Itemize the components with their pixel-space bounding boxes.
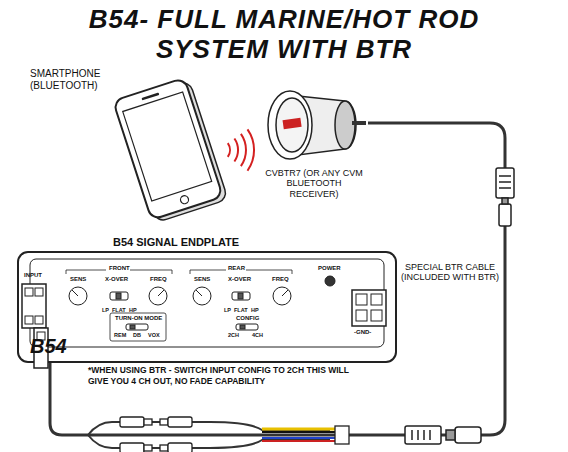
panel-label: FLAT [234,307,248,313]
panel-label: HP [251,307,259,313]
smartphone-drawing [113,77,228,224]
rca-harness [88,417,349,452]
panel-label: SENS [70,276,86,283]
panel-label: FREQ [272,276,289,283]
device-node: SMARTPHONE (BLUETOOTH) [28,66,228,236]
panel-label: FRONT [109,265,130,272]
cable-connectors [405,168,514,444]
panel-label: CONFIG [236,315,259,322]
panel-label: REAR [228,265,245,272]
panel-label: X-OVER [228,276,251,283]
note-text: *WHEN USING BTR - SWITCH INPUT CONFIG TO… [88,365,356,387]
panel-label: FLAT [112,307,126,313]
panel-label: VOX [148,332,160,338]
panel-label: REM [114,332,126,338]
bluetooth-receiver [268,91,366,159]
panel-label: POWER [318,265,341,272]
device-node: CVBTR7 (OR ANY CVM BLUETOOTH RECEIVER) [262,88,368,213]
btr-cable [50,123,505,435]
cable-label: SPECIAL BTR CABLE (INCLUDED WITH BTR) [398,262,502,283]
brand-logo: B54 [30,335,67,358]
panel-label: SENS [194,276,210,283]
panel-label: HP [129,307,137,313]
device-node: B54 SIGNAL ENDPLATE B54 [18,236,396,362]
panel-label: X-OVER [105,276,128,283]
panel-label: 2CH [228,332,239,338]
amplifier-endplate [18,252,396,368]
panel-label: TURN-ON MODE [115,315,162,322]
panel-label: DB [133,332,141,338]
panel-label: LP [102,307,109,313]
panel-label: -GND- [354,329,371,336]
panel-label: LP [224,307,231,313]
panel-label: FREQ [150,276,167,283]
node-label: CVBTR7 (OR ANY CVM BLUETOOTH RECEIVER) [262,168,366,199]
panel-label: INPUT [24,272,42,279]
panel-label: 4CH [252,332,263,338]
bluetooth-waves [228,129,254,170]
node-label: B54 SIGNAL ENDPLATE [113,236,313,249]
diagram-title: B54- FULL MARINE/HOT ROD SYSTEM WITH BTR [50,4,518,64]
node-label: SMARTPHONE (BLUETOOTH) [30,68,116,91]
